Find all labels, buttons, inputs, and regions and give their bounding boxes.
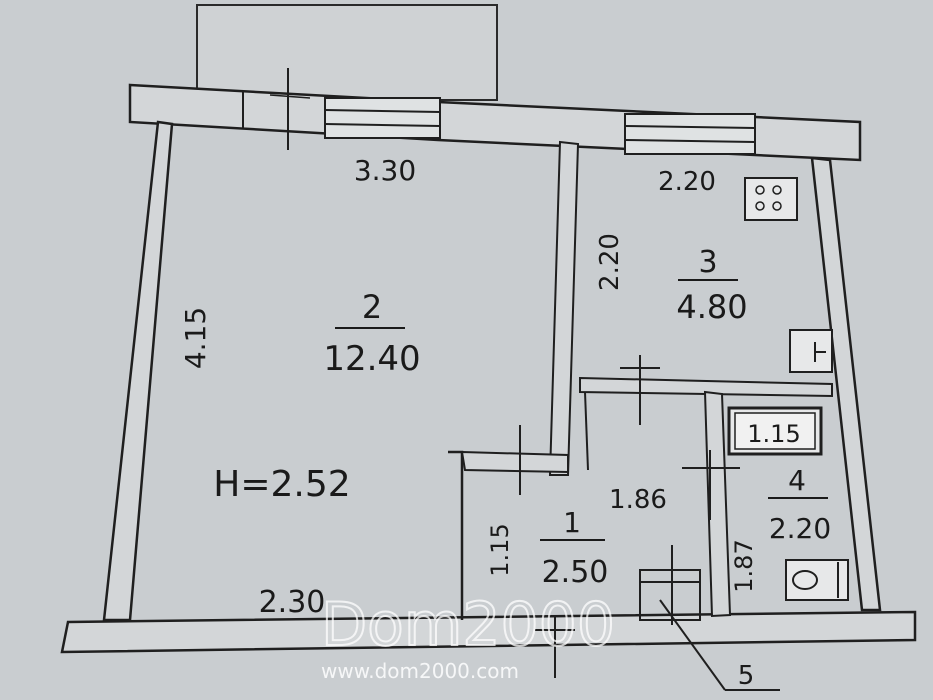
callout-leader: [659, 599, 780, 691]
window-room-3: [624, 113, 756, 155]
bathtub-icon: [727, 406, 823, 456]
dim-room2-bottom: 2.30: [259, 585, 326, 620]
dim-room3-top: 2.20: [658, 167, 716, 197]
partition-hall-top: [460, 450, 569, 474]
dim-room3-left: 2.20: [595, 233, 625, 291]
dim-hall-side: 1.15: [486, 523, 514, 576]
partition-bathroom: [703, 390, 732, 618]
right-wall: [810, 156, 882, 612]
cabinet-5: [639, 545, 701, 625]
partition-room3-hall: [579, 376, 833, 398]
dim-room2-top: 3.30: [354, 154, 416, 187]
room-4-number: 4: [788, 464, 806, 497]
room-1-number: 1: [563, 506, 581, 539]
room-2-area: 12.40: [323, 339, 420, 379]
dim-room2-left: 4.15: [179, 307, 212, 369]
balcony-door: [242, 68, 311, 150]
bathtub-label: 1.15: [747, 420, 800, 448]
toilet-icon: [785, 559, 849, 601]
room-4-area: 2.20: [769, 512, 831, 545]
callout-number: 5: [738, 661, 755, 691]
door-marks: [519, 355, 740, 678]
partition-hall-inner: [584, 391, 589, 471]
room-1-area: 2.50: [542, 555, 609, 590]
bottom-wall: [60, 610, 917, 654]
watermark-logo: Dom2000: [321, 590, 615, 660]
window-room-2: [324, 97, 441, 139]
room-3-number: 3: [698, 245, 717, 280]
balcony: [196, 4, 498, 101]
stove-icon: [744, 177, 798, 221]
sink-icon: [789, 329, 833, 373]
dim-bath-side: 1.87: [730, 539, 758, 592]
room-3-area: 4.80: [676, 288, 747, 326]
left-wall: [102, 120, 174, 622]
partition-room2-room3: [548, 140, 580, 476]
watermark-url: www.dom2000.com: [321, 659, 519, 683]
dim-hall-width: 1.86: [609, 485, 667, 515]
ceiling-height: H=2.52: [213, 464, 350, 505]
room-2-number: 2: [362, 288, 382, 326]
